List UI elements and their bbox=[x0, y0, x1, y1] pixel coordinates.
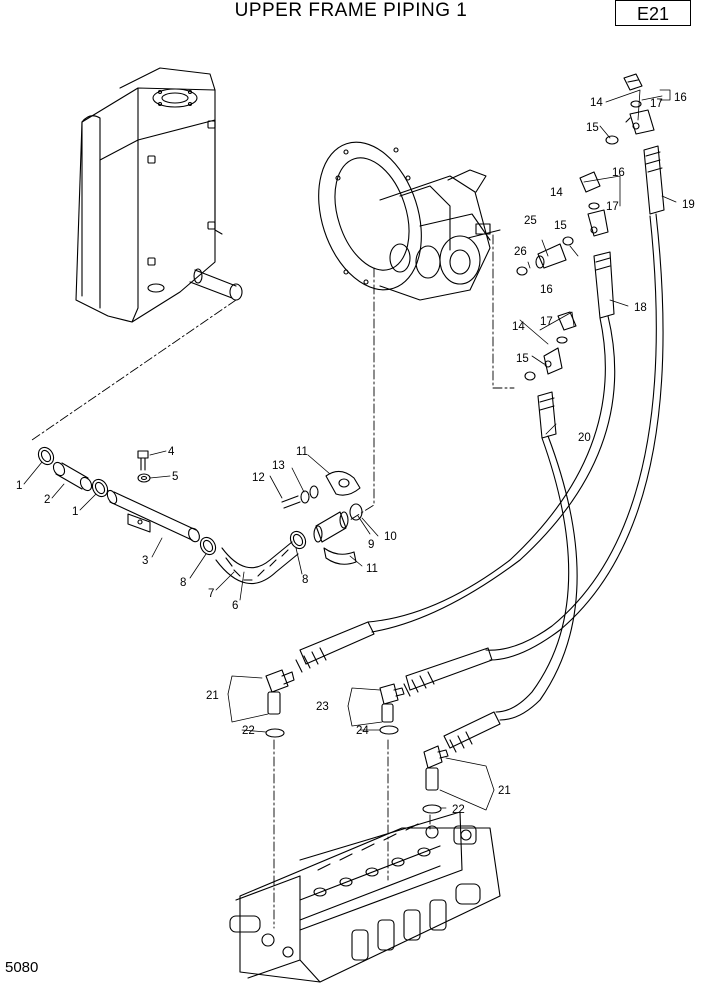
callout-22-left: 22 bbox=[242, 725, 255, 737]
page-code-box: E21 bbox=[615, 0, 691, 26]
callout-24: 24 bbox=[356, 725, 369, 737]
pump-fittings bbox=[516, 73, 665, 439]
callout-1-left: 1 bbox=[16, 480, 22, 492]
main-pump bbox=[318, 141, 501, 301]
callout-15-top: 15 bbox=[586, 122, 599, 134]
callout-21-right: 21 bbox=[498, 785, 511, 797]
valve-elbows bbox=[265, 669, 449, 814]
callout-5: 5 bbox=[172, 471, 178, 483]
hydraulic-hoses bbox=[367, 213, 664, 721]
callout-17-mid: 17 bbox=[606, 201, 619, 213]
hose-ends bbox=[295, 621, 501, 753]
callout-16-top: 16 bbox=[674, 92, 687, 104]
page-title: UPPER FRAME PIPING 1 bbox=[234, 0, 468, 21]
callout-7: 7 bbox=[208, 588, 214, 600]
callout-2: 2 bbox=[44, 494, 50, 506]
callout-9: 9 bbox=[368, 539, 374, 551]
hydraulic-tank bbox=[75, 67, 243, 323]
callout-10: 10 bbox=[384, 531, 397, 543]
callout-11-top: 11 bbox=[296, 446, 308, 458]
callout-8-left: 8 bbox=[180, 577, 186, 589]
callout-8-right: 8 bbox=[302, 574, 308, 586]
callout-23: 23 bbox=[316, 701, 329, 713]
callout-25: 25 bbox=[524, 215, 537, 227]
connection-lines bbox=[31, 234, 515, 929]
callout-13: 13 bbox=[272, 460, 285, 472]
callout-22-right: 22 bbox=[452, 804, 465, 816]
callout-26: 26 bbox=[514, 246, 527, 258]
callout-14-low: 14 bbox=[512, 321, 525, 333]
suction-parts bbox=[37, 446, 363, 585]
callout-14-mid: 14 bbox=[550, 187, 563, 199]
callout-numbers: 1 2 1 3 4 5 6 7 8 8 9 10 11 11 12 13 14 … bbox=[16, 92, 695, 816]
callout-15-mid: 15 bbox=[554, 220, 567, 232]
callout-1-right: 1 bbox=[72, 506, 78, 518]
callout-21-left: 21 bbox=[206, 690, 219, 702]
callout-6: 6 bbox=[232, 600, 238, 612]
callout-4: 4 bbox=[168, 446, 175, 458]
callout-15-low: 15 bbox=[516, 353, 529, 365]
leader-lines bbox=[23, 89, 677, 811]
document-number: 5080 bbox=[5, 959, 39, 976]
callout-20: 20 bbox=[578, 432, 591, 444]
callout-17-top: 17 bbox=[650, 98, 663, 110]
callout-18: 18 bbox=[634, 302, 647, 314]
callout-19: 19 bbox=[682, 199, 695, 211]
callout-16-low: 16 bbox=[540, 284, 553, 296]
callout-17-low: 17 bbox=[540, 316, 553, 328]
callout-14-top: 14 bbox=[590, 97, 603, 109]
callout-12: 12 bbox=[252, 472, 265, 484]
callout-3: 3 bbox=[142, 555, 148, 567]
callout-16-mid: 16 bbox=[612, 167, 625, 179]
main-control-valve bbox=[229, 811, 501, 983]
callout-11-bottom: 11 bbox=[366, 563, 378, 575]
